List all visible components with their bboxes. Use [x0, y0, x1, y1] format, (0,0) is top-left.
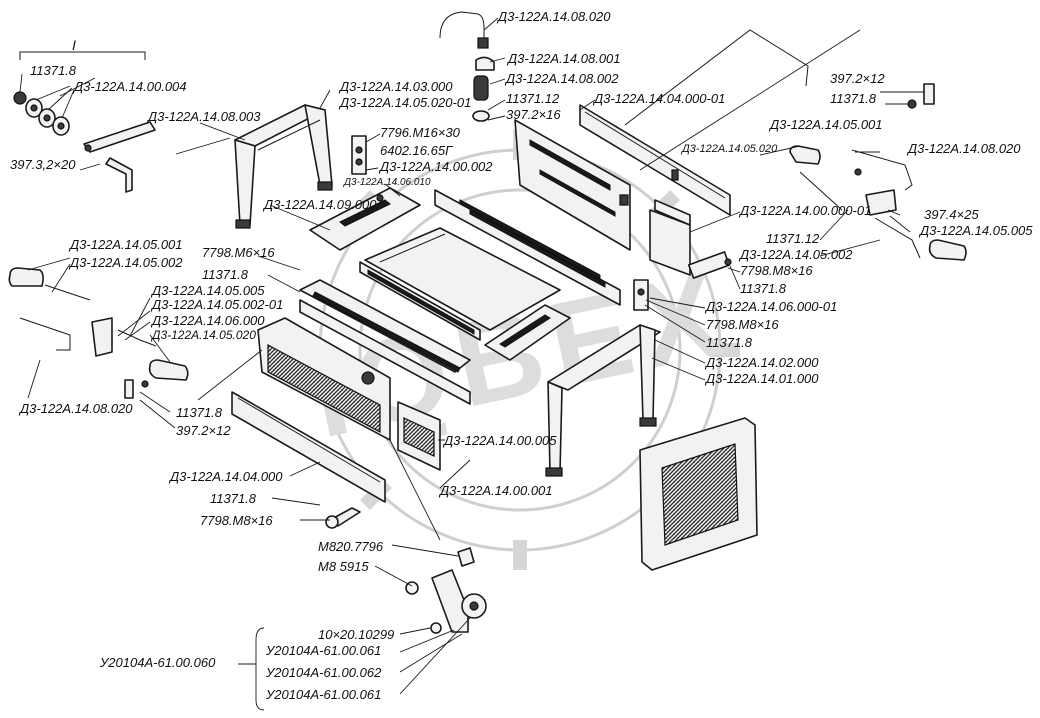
label-d3-14-08-020-top: Д3-122А.14.08.020	[498, 9, 611, 24]
label-11371-8-bot: 11371.8	[210, 491, 257, 506]
label-d3-14-02-000: Д3-122А.14.02.000	[706, 355, 819, 370]
right-pivot-plate	[633, 279, 649, 311]
label-11371-8-right: 11371.8	[830, 91, 877, 106]
small-hatched-plate	[397, 401, 441, 471]
label-d3-14-00-004: Д3-122А.14.00.004	[74, 79, 187, 94]
label-397-4x25: 397.4×25	[924, 207, 979, 222]
label-d3-14-05-002-01: Д3-122А.14.05.002-01	[152, 297, 284, 312]
bolt-set-upper	[351, 133, 381, 175]
label-11371-8-r2: 11371.8	[706, 335, 753, 350]
label-d3-14-05-002-left: Д3-122А.14.05.002	[70, 255, 183, 270]
label-397-2x16: 397.2×16	[506, 107, 561, 122]
label-11371-12-b: 11371.12	[766, 231, 820, 246]
label-10x20-10299: 10×20.10299	[318, 627, 395, 642]
middle-beam	[434, 189, 621, 306]
label-11371-8-r1: 11371.8	[740, 281, 787, 296]
label-d3-14-05-020-01: Д3-122А.14.05.020-01	[340, 95, 472, 110]
label-m820-7796: М820.7796	[318, 539, 384, 554]
label-7798-m6x16: 7798.М6×16	[202, 245, 275, 260]
label-d3-14-05-002-right: Д3-122А.14.05.002	[740, 247, 853, 262]
label-d3-14-06-010: Д3-122А.14.06.010	[344, 177, 431, 188]
left-handle-group	[8, 267, 189, 399]
label-d3-14-04-000: Д3-122А.14.04.000	[170, 469, 283, 484]
label-11371-8-mid: 11371.8	[202, 267, 249, 282]
top-cover-plate	[309, 187, 421, 251]
label-6402-16-65g: 6402.16.65Г	[380, 143, 453, 158]
label-d3-14-05-005-left: Д3-122А.14.05.005	[152, 283, 265, 298]
label-397-2x12-right: 397.2×12	[830, 71, 885, 86]
top-right-rod	[624, 29, 861, 171]
label-d3-14-00-002: Д3-122А.14.00.002	[380, 159, 493, 174]
pipe-hook	[439, 11, 495, 122]
label-d3-14-06-000-01: Д3-122А.14.06.000-01	[706, 299, 838, 314]
rear-frame	[234, 104, 333, 229]
back-panel	[514, 119, 631, 251]
label-d3-14-00-005: Д3-122А.14.00.005	[444, 433, 557, 448]
label-d3-14-08-001: Д3-122А.14.08.001	[508, 51, 621, 66]
right-frame	[545, 324, 661, 477]
label-d3-14-05-005-right: Д3-122А.14.05.005	[920, 223, 1033, 238]
left-slotted-rails	[299, 261, 481, 405]
label-d3-14-05-001-right: Д3-122А.14.05.001	[770, 117, 883, 132]
label-11371-8-a: 11371.8	[30, 63, 77, 78]
right-handle-group	[789, 83, 967, 261]
label-u-61-00-061-a: У20104А-61.00.061	[266, 643, 382, 658]
label-7796-m16x30: 7796.М16×30	[380, 125, 460, 140]
label-d3-14-09-000: Д3-122А.14.09.000	[264, 197, 377, 212]
label-11371-12-a: 11371.12	[506, 91, 560, 106]
bolt-bottom	[325, 507, 361, 529]
label-m8-5915: М8 5915	[318, 559, 369, 574]
right-bracket	[484, 304, 571, 361]
detail-marker-i: I	[72, 37, 76, 53]
lower-side-panel	[231, 391, 386, 503]
detail-i-group	[13, 51, 156, 193]
label-d3-14-00-000-01: Д3-122А.14.00.000-01	[740, 203, 872, 218]
radiator-grille	[639, 417, 758, 571]
label-11371-8-low: 11371.8	[176, 405, 223, 420]
label-7798-m8x16-r2: 7798.М8×16	[706, 317, 779, 332]
label-397-2x12-low: 397.2×12	[176, 423, 231, 438]
label-d3-14-05-020-left: Д3-122А.14.05.020	[152, 328, 256, 342]
leader-lines	[27, 17, 924, 711]
label-d3-14-00-001: Д3-122А.14.00.001	[440, 483, 553, 498]
label-d3-14-08-002: Д3-122А.14.08.002	[506, 71, 619, 86]
label-u-61-00-062: У20104А-61.00.062	[266, 665, 382, 680]
label-u-61-00-060: У20104А-61.00.060	[100, 655, 216, 670]
label-397-3-2x20: 397.3,2×20	[10, 157, 76, 172]
label-d3-14-05-020: Д3-122А.14.05.020	[682, 143, 778, 155]
label-d3-14-01-000: Д3-122А.14.01.000	[706, 371, 819, 386]
label-d3-14-06-000: Д3-122А.14.06.000	[152, 313, 265, 328]
label-u-61-00-061-b: У20104А-61.00.061	[266, 687, 382, 702]
label-d3-14-03-000: Д3-122А.14.03.000	[340, 79, 453, 94]
label-d3-14-08-020-left: Д3-122А.14.08.020	[20, 401, 133, 416]
label-d3-14-08-003: Д3-122А.14.08.003	[148, 109, 261, 124]
label-d3-14-04-000-01: Д3-122А.14.04.000-01	[594, 91, 726, 106]
label-d3-14-05-001-left: Д3-122А.14.05.001	[70, 237, 183, 252]
front-grille	[257, 317, 391, 441]
label-7798-m8x16-bot: 7798.М8×16	[200, 513, 273, 528]
label-d3-14-08-020-right: Д3-122А.14.08.020	[908, 141, 1021, 156]
right-small-panel	[649, 199, 732, 279]
label-7798-m8x16-r1: 7798.М8×16	[740, 263, 813, 278]
bottom-hinge-assembly	[405, 547, 487, 634]
